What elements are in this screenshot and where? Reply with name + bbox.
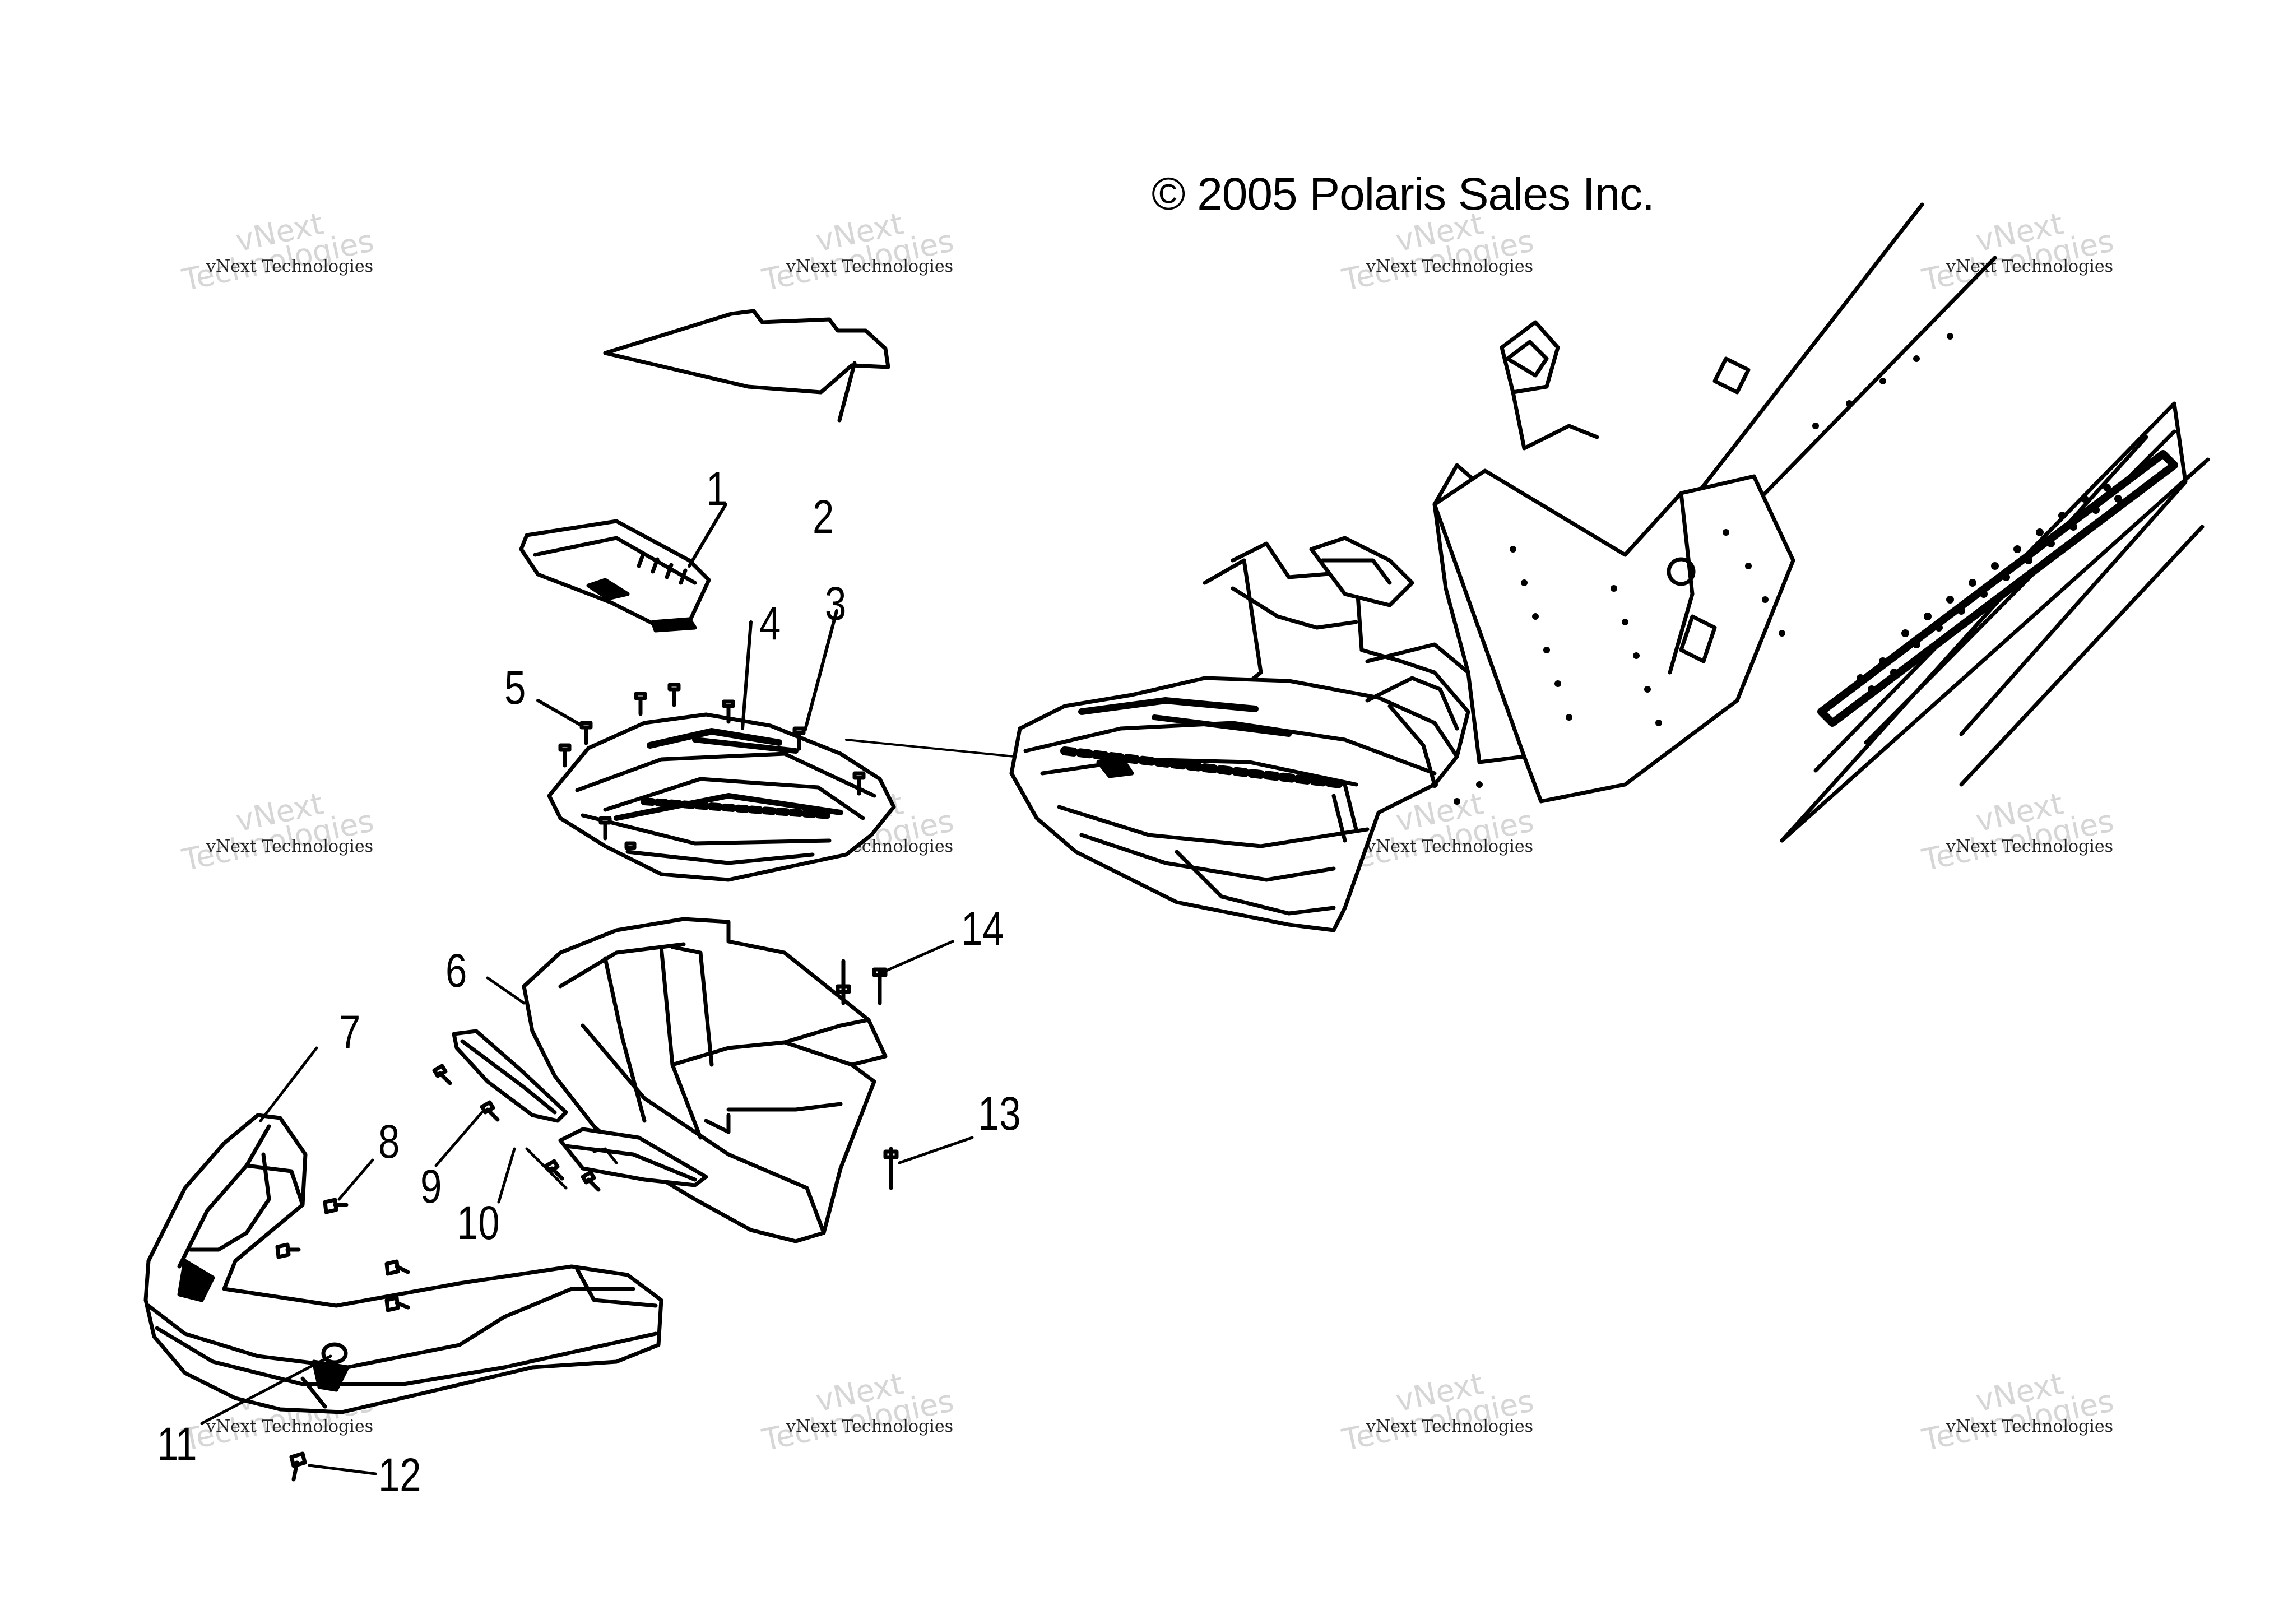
part-1-cover xyxy=(519,503,727,633)
fastener-part-12 xyxy=(289,1451,377,1482)
watermark: vNext Technologies vNext Technologies xyxy=(179,206,403,319)
callout-14: 14 xyxy=(961,902,1004,955)
screws-part-8 xyxy=(275,1158,410,1312)
copyright-notice: © 2005 Polaris Sales Inc. xyxy=(1152,169,1655,220)
part-10-vents xyxy=(452,1029,708,1204)
callout-11: 11 xyxy=(157,1418,197,1470)
screws-part-9 xyxy=(432,1064,601,1192)
callout-1: 1 xyxy=(706,462,728,515)
callout-13: 13 xyxy=(978,1087,1021,1140)
part-6-nose-pan xyxy=(486,917,888,1243)
watermark: vNext Technologies vNext Technologies xyxy=(1339,786,1537,878)
watermark: vNext Technologies vNext Technologies xyxy=(1339,206,1537,298)
callout-12: 12 xyxy=(378,1449,421,1501)
callout-7: 7 xyxy=(339,1006,361,1059)
chassis-rivets xyxy=(1431,333,1953,805)
chassis-assembly xyxy=(1009,202,2210,932)
watermark: vNext Technologies vNext Technologies xyxy=(1919,786,2117,878)
callout-2: 2 xyxy=(813,490,834,543)
callout-8: 8 xyxy=(378,1115,400,1168)
watermark: vNext Technologies vNext Technologies xyxy=(1919,206,2117,298)
watermark: vNext Technologies vNext Technologies xyxy=(759,1366,957,1458)
screw-part-13 xyxy=(883,1136,974,1190)
watermark: vNext Technologies vNext Technologies xyxy=(179,786,377,878)
callout-9: 9 xyxy=(420,1160,442,1213)
watermark: vNext Technologies vNext Technologies xyxy=(179,1366,377,1458)
watermark: vNext Technologies vNext Technologies xyxy=(759,206,957,298)
screws-part-14 xyxy=(836,940,954,1005)
callout-5: 5 xyxy=(504,661,526,714)
screws-part-5 xyxy=(558,683,866,850)
watermark: vNext Technologies vNext Technologies xyxy=(1919,1366,2117,1458)
callout-4: 4 xyxy=(759,597,781,649)
part-7-bumper xyxy=(143,1046,663,1414)
part-2-pad xyxy=(603,309,890,423)
tunnel-perforations xyxy=(1857,484,2122,693)
callout-6: 6 xyxy=(445,944,467,997)
callout-10: 10 xyxy=(457,1196,500,1249)
part-4-footrest-pan xyxy=(536,609,896,882)
callout-3: 3 xyxy=(825,577,847,630)
watermark: vNext Technologies vNext Technologies xyxy=(1339,1366,1537,1458)
watermark-text: vNext Technologies xyxy=(206,257,374,276)
fastener-part-11 xyxy=(200,1342,348,1425)
